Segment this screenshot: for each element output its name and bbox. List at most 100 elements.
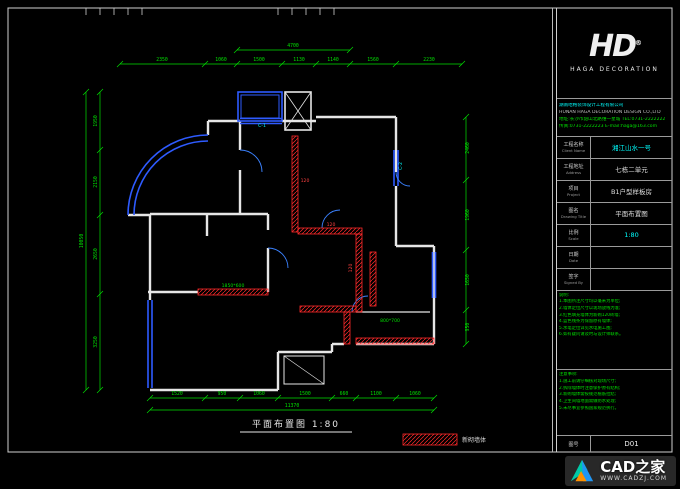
note-line: 3.红色填充墙体为新砌120砖墙; <box>559 312 621 318</box>
note-line: 5.未尽事宜参照国家规范执行。 <box>559 405 619 411</box>
dimension-text: 1100 <box>370 391 382 397</box>
note-line: 4.蓝色线条为保留原有墙体; <box>559 319 612 325</box>
sheet-number-label: 图号 <box>568 441 579 448</box>
plan-annotation: 1850*600 <box>222 283 245 289</box>
caution-notes: 注意事项:1.施工前请仔细核对现场尺寸;2.拆除墙体时注意保护原有结构;3.新砌… <box>557 370 672 437</box>
dimension-text: 1960 <box>465 209 471 221</box>
dimension-text: 10050 <box>79 234 85 249</box>
row-value <box>591 269 672 290</box>
dimension-lines <box>82 46 470 414</box>
plan-annotation: 120 <box>327 222 336 228</box>
row-value: 七栋二单元 <box>615 166 648 175</box>
walls-existing <box>128 91 436 392</box>
note-line: 注意事项: <box>559 372 578 378</box>
logo-monogram: HD® <box>588 29 642 65</box>
note-line: 3.新砌墙体需按规范植筋拉结; <box>559 392 617 398</box>
sheet-number-row: 图号 D01 <box>557 436 672 452</box>
dimension-text: 950 <box>465 323 471 332</box>
sheet-frame <box>7 7 673 453</box>
sheet-number-label-cell: 图号 <box>557 436 591 452</box>
note-line: 5.水电定位详见水电施工图; <box>559 325 612 331</box>
company-info-line: 传真:0731-2222223 E-mail:haga@163.com <box>559 124 658 129</box>
dimension-text: 1950 <box>93 115 99 127</box>
titleblock-divider-line <box>552 8 553 452</box>
dimension-text: 2150 <box>93 176 99 188</box>
dimension-text: 1500 <box>253 57 265 63</box>
windows-blue <box>127 91 437 388</box>
company-info-line: HUNAN HAGA DECORATION DESIGN CO.,LTD <box>559 110 661 116</box>
row-value <box>591 247 672 268</box>
row-label-en: Project <box>567 192 580 198</box>
dimension-text: 2350 <box>156 57 168 63</box>
logo-wordmark: HAGA DECORATION <box>570 66 659 74</box>
plan-annotation: 120 <box>301 178 310 184</box>
registered-mark: ® <box>635 39 642 48</box>
dimension-text: 2460 <box>465 142 471 154</box>
cadzj-logo-icon <box>571 459 594 482</box>
row-label: 工程地址 <box>563 164 584 171</box>
row-value: 湘江山水一号 <box>612 144 651 153</box>
dimension-text: 1520 <box>171 391 183 397</box>
construction-notes: 说明:1.本图所注尺寸均以毫米为单位;2.墙体定位尺寸以现场放线为准;3.红色填… <box>557 291 672 371</box>
plan-annotation: 120 <box>348 264 354 273</box>
watermark-site-name: CAD之家 <box>600 457 666 476</box>
walls-new-red <box>197 135 435 345</box>
drawing-title-text: 平面布置图 1:80 <box>252 418 340 430</box>
note-line: 4.卫生间墙地面需做防水处理; <box>559 398 617 404</box>
dimension-text: 660 <box>340 391 349 397</box>
company-info-line: 地址:长沙市韶山北路维一星城 TEL:0731-2222222 <box>559 117 666 123</box>
dimension-text: 11370 <box>285 403 300 409</box>
legend-label: 新砌墙体 <box>462 436 486 444</box>
company-logo: HD® HAGA DECORATION <box>557 8 672 99</box>
company-info-line: 湖南哈格装饰设计工程有限公司 <box>559 103 624 109</box>
row-label-en: Address <box>565 170 582 176</box>
row-label-en: Date <box>568 258 579 264</box>
plan-annotation: 800*700 <box>380 318 400 324</box>
dimension-text: 1060 <box>215 57 227 63</box>
dimension-text: 1060 <box>253 391 265 397</box>
dimension-text: 1130 <box>293 57 305 63</box>
note-line: 说明: <box>559 292 570 298</box>
row-label: 工程名称 <box>563 142 584 149</box>
note-line: 1.施工前请仔细核对现场尺寸; <box>559 378 617 384</box>
dimension-text: 4700 <box>287 43 299 49</box>
watermark-text: CAD之家 WWW.CADZJ.COM <box>600 457 667 483</box>
watermark-site-url: WWW.CADZJ.COM <box>600 475 667 483</box>
row-label-en: Drawing Title <box>560 214 587 220</box>
dimension-text: 2650 <box>93 248 99 260</box>
dimension-text: 2230 <box>423 57 435 63</box>
dimension-text: 950 <box>218 391 227 397</box>
dimension-text: 1140 <box>327 57 339 63</box>
row-value: 1:80 <box>624 231 639 240</box>
legend: 新砌墙体 <box>402 433 486 446</box>
row-label: 项目 <box>568 186 579 193</box>
note-line: 2.拆除墙体时注意保护原有结构; <box>559 385 621 391</box>
plan-annotation: C-1 <box>258 123 266 129</box>
row-label: 图名 <box>568 208 579 215</box>
row-label: 比例 <box>568 230 579 237</box>
sheet-number-value: D01 <box>624 440 639 449</box>
dimension-text: 1560 <box>367 57 379 63</box>
dimension-texts: 4700 2350 1060 1500 1130 1140 1560 2230 1950 2150… <box>79 43 471 409</box>
dimension-text: 1500 <box>299 391 311 397</box>
logo-monogram-text: HD <box>588 29 637 65</box>
note-line: 2.墙体定位尺寸以现场放线为准; <box>559 305 621 311</box>
legend-hatch-swatch <box>402 433 458 446</box>
